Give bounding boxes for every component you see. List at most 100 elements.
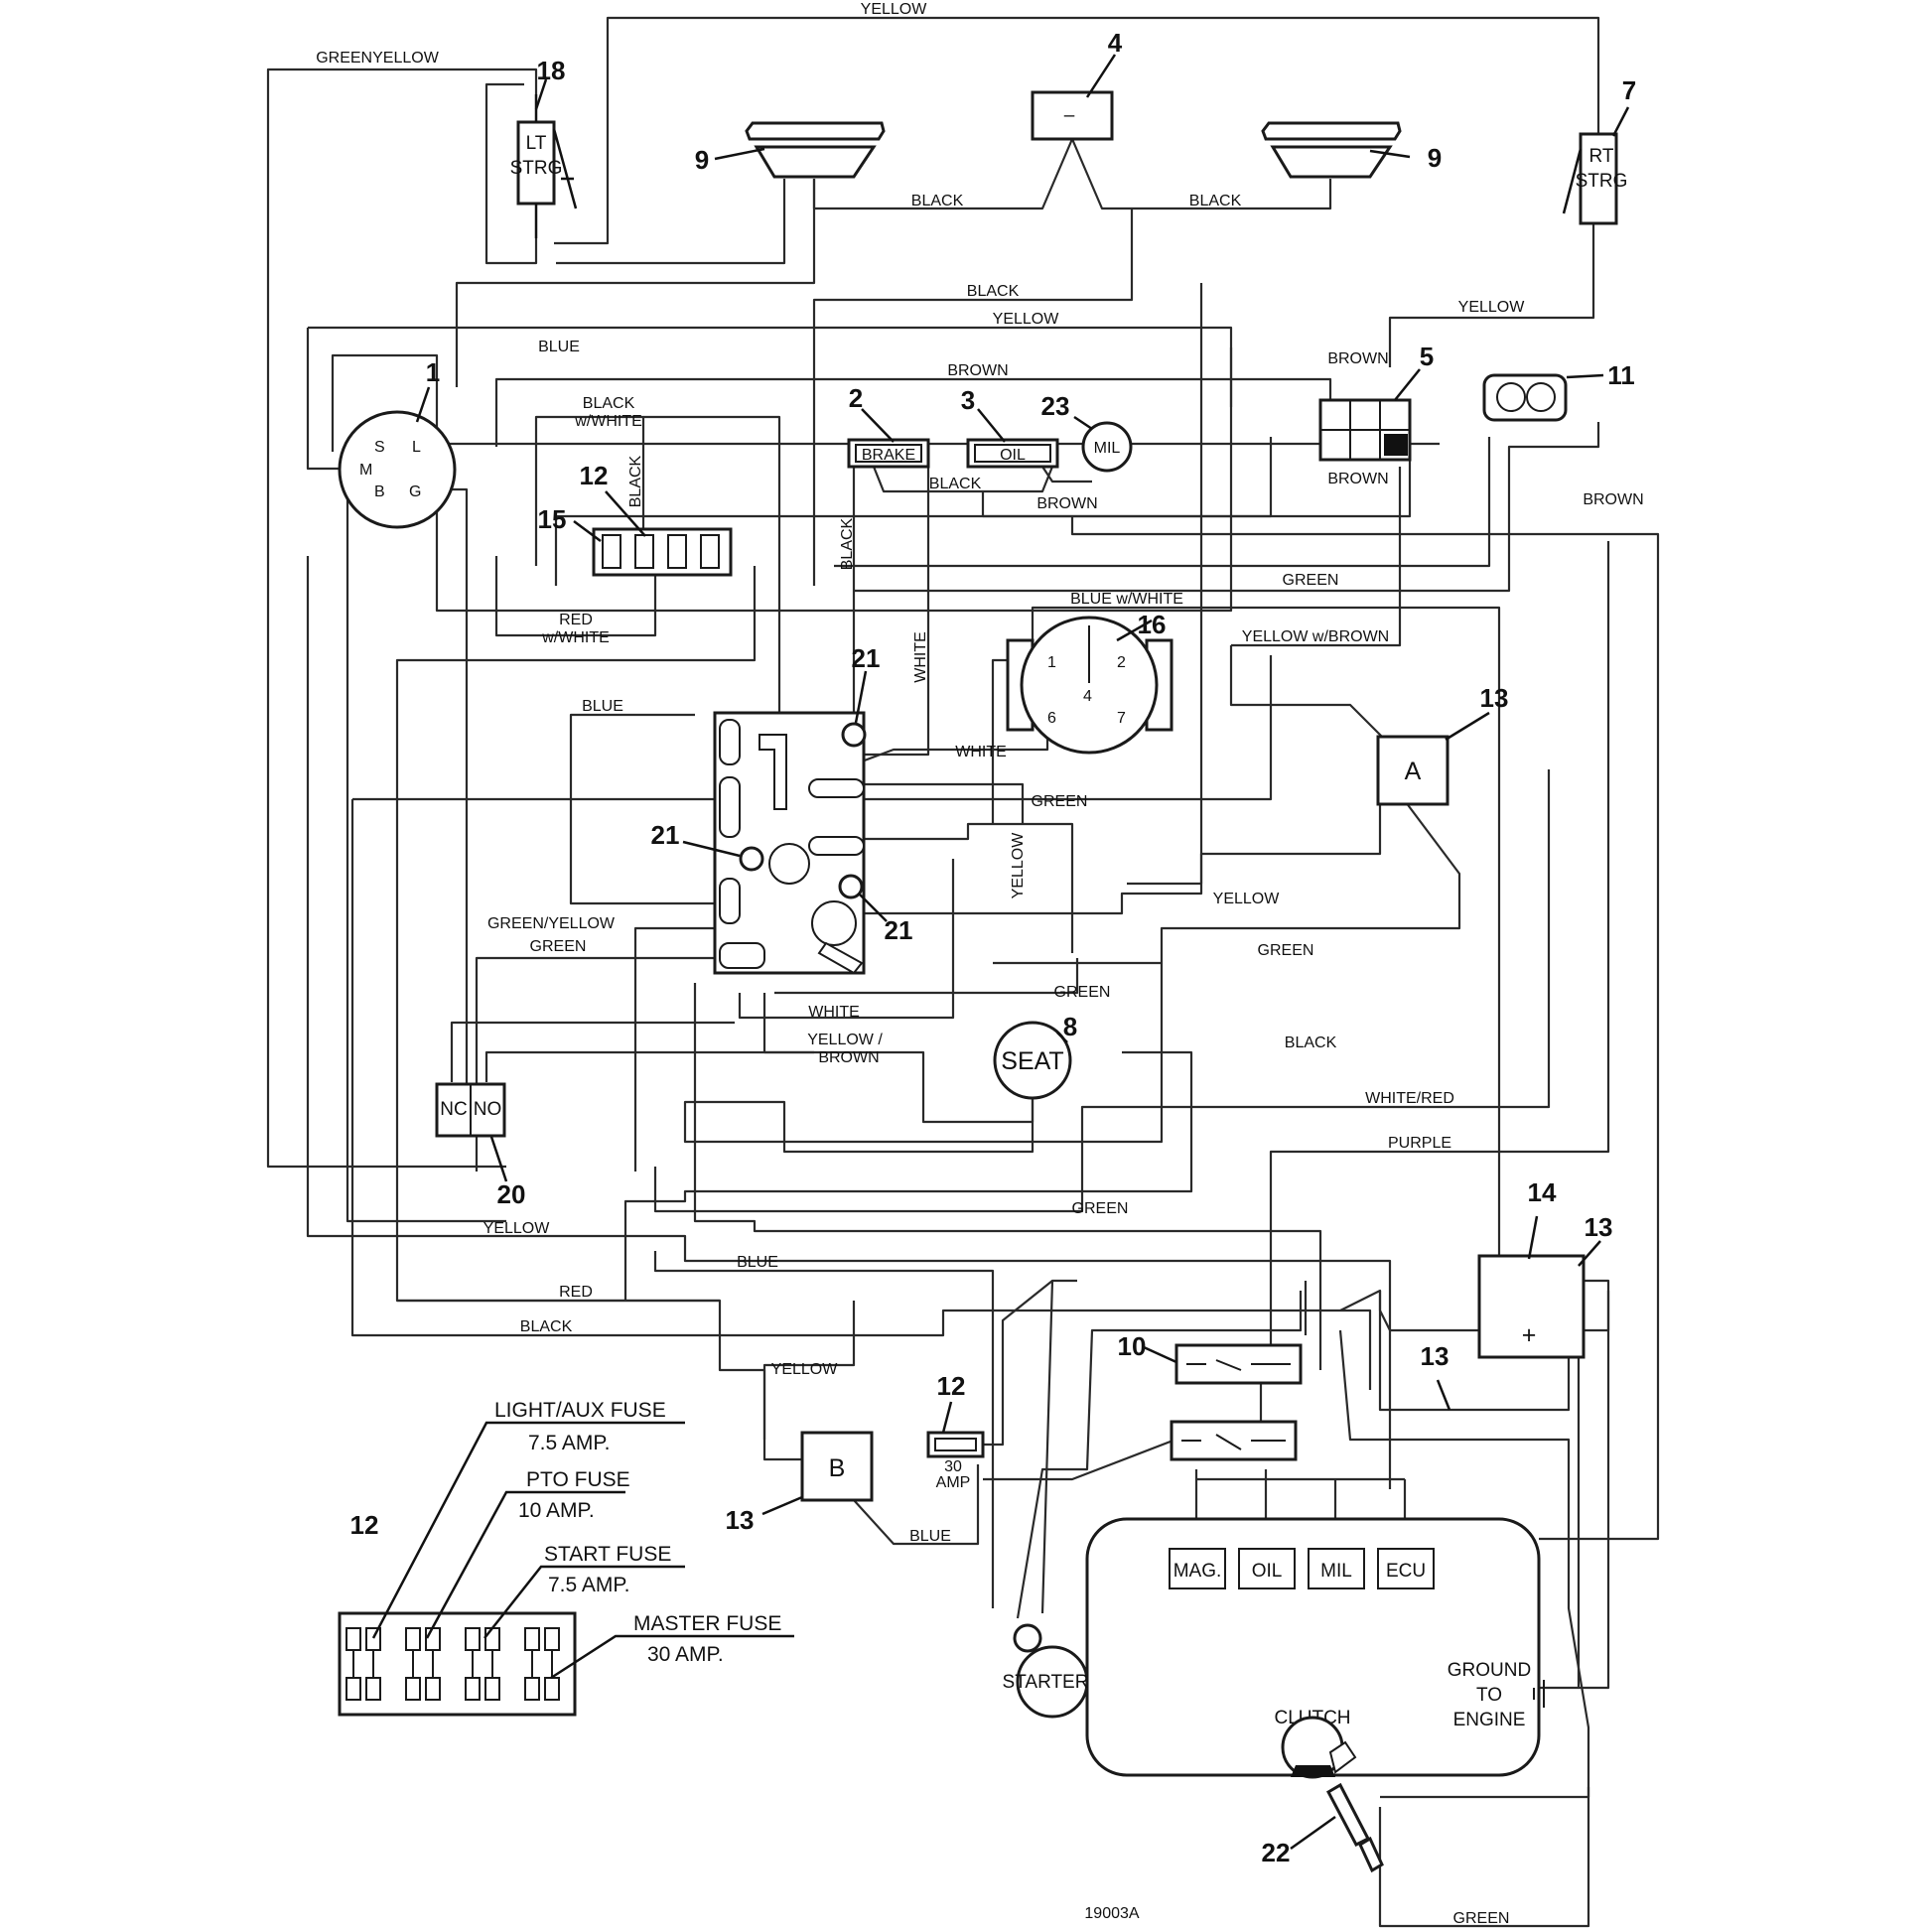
brake-switch: BRAKE [847,438,930,469]
blue-white-wire [1031,606,1501,1291]
blue-b-wire [843,1464,980,1546]
green-right-wire [854,422,1600,593]
lbl-green-bottom: GREEN [1453,1910,1510,1927]
callout-2: 2 [849,383,863,413]
module-mil: MIL [1320,1561,1352,1582]
nc-label: NC [440,1099,467,1120]
lbl-brown-mid: BROWN [1036,495,1097,512]
green-left-wire [475,956,715,1172]
lbl-green-left: GREEN [530,938,587,955]
lbl-yellow-b: YELLOW [771,1361,839,1378]
lbl-black-low: BLACK [1285,1035,1337,1051]
callout-7: 18 [537,56,566,85]
callout-21-bottom: 21 [885,915,913,945]
lbl-black-bottom: BLACK [520,1318,573,1335]
callout-9-left: 9 [695,145,709,175]
callout-12-legend: 12 [350,1510,379,1540]
yellow-top-wire [554,16,1600,245]
lbl-green-right: GREEN [1283,572,1339,589]
hour-meter: 1 2 4 6 7 [1006,616,1173,755]
yellow-brown-low-wire [762,993,1035,1124]
yellow-mid-wire [308,326,1233,407]
lbl-white-vert: WHITE [912,631,929,683]
ignition-m-wire [306,328,352,471]
lbl-red-white-2: w/WHITE [541,629,610,646]
module-oil: OIL [1252,1561,1283,1582]
fuse-legend-name-1: LIGHT/AUX FUSE [494,1399,666,1422]
white-low-wire [738,859,955,1020]
lt-strg-label-1: LT [526,133,547,154]
hm-pin-2: 2 [1117,654,1126,671]
engine-connector [1170,1420,1298,1461]
callout-11: 11 [1607,360,1635,390]
ignition-g-wire [437,487,469,1112]
blue-low-wire [653,1251,995,1608]
lbl-yellow-vert: YELLOW [1010,832,1027,899]
fuse-legend-rating-3: 7.5 AMP. [548,1574,630,1596]
wiring-harness [266,16,1660,1928]
yellow-right-wire [1388,223,1595,367]
lbl-blue-white: BLUE w/WHITE [1070,591,1183,608]
wire-labels: YELLOW GREENYELLOW BLACK BLACK BLACK YEL… [316,1,1643,1927]
callout-6: 7 [1622,75,1636,105]
rt-strg-label-2: STRG [1576,171,1628,192]
callout-21-top: 21 [852,643,881,673]
engine: MAG. OIL MIL ECU GROUND TO ENGINE CLUTCH [1085,1517,1545,1779]
nc-no-top-wire [450,1021,735,1082]
lbl-black-small: BLACK [929,476,982,492]
lbl-white-red: WHITE/RED [1365,1090,1454,1107]
black-headlight-wire [812,137,1332,210]
lbl-black-white-1: BLACK [583,395,635,412]
relay-a: A [1376,735,1449,806]
brown-top-wire [494,377,1332,447]
brake-label: BRAKE [862,447,915,464]
fuse-block-top [592,527,733,577]
fuse-legend-name-3: START FUSE [544,1543,671,1566]
engine-module-bus-wire [1194,1469,1407,1519]
lbl-greenyellow-top: GREENYELLOW [316,50,439,67]
lbl-yellow-brown-low-1: YELLOW / [807,1032,883,1048]
lbl-blue-b: BLUE [909,1528,951,1545]
callout-21-left: 21 [651,820,680,850]
callout-16: 14 [1528,1177,1557,1207]
black-left-wire [556,179,786,265]
callout-4: 4 [1108,28,1123,58]
headlight-left [745,121,886,179]
lbl-green-low: GREEN [1072,1200,1129,1217]
hm-pin-4: 4 [1083,688,1092,705]
lbl-yellow-brown-low-2: BROWN [818,1049,879,1066]
blue-mid-wire [569,713,715,905]
relay-4-minus: – [1064,105,1075,126]
battery: + [1477,1254,1586,1359]
starter-lead-wire [1040,1279,1077,1614]
red-white-wire [494,556,657,637]
callout-18: 15 [538,504,567,534]
callout-leaders [415,54,1630,1851]
lbl-blue-mid: BLUE [582,698,623,715]
lbl-green-yellow: GREEN/YELLOW [487,915,616,932]
brake-feed-wire [834,437,1491,568]
connector-5 [1318,398,1412,462]
lt-strg-label-2: STRG [510,158,563,179]
starter-label: STARTER [1003,1672,1089,1693]
inline-fuse-rating-2: AMP [936,1474,971,1491]
black-low-wire [623,1050,1193,1301]
fuse-leader-2 [425,1490,625,1639]
module-mag: MAG. [1173,1561,1222,1582]
black-white-wire [534,415,781,789]
starter-lead2-wire [1016,1291,1303,1619]
lbl-yellow-right: YELLOW [1458,299,1526,316]
fuse-leader-1 [371,1421,685,1639]
fusebox-loop-wire [554,437,1412,586]
lbl-black-white-2: w/WHITE [574,413,642,430]
yellow-a-upper-wire [1127,283,1203,886]
ignition-switch: S L M B G [338,410,457,529]
module-ecu: ECU [1386,1561,1426,1582]
yellow-low-wire [306,556,1392,1489]
lbl-black-mid: BLACK [967,283,1020,300]
fuse-legend-name-4: MASTER FUSE [633,1612,781,1635]
battery-plus: + [1522,1321,1537,1349]
lbl-red-white-1: RED [559,612,593,628]
seat-switch: SEAT [993,1021,1072,1100]
